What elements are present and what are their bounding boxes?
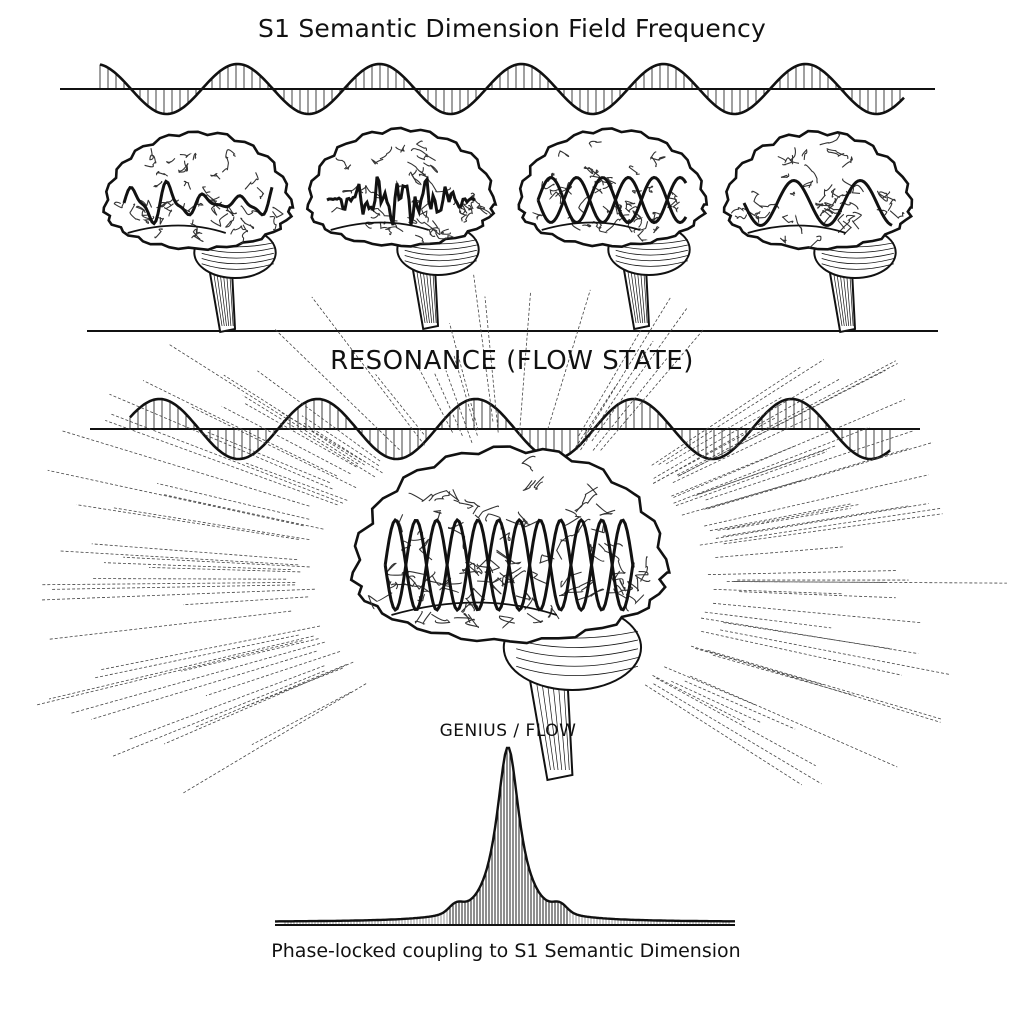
brain-3 (517, 127, 709, 331)
brain-4 (722, 129, 914, 334)
caption: Phase-locked coupling to S1 Semantic Dim… (271, 940, 741, 962)
brain-1 (102, 130, 295, 334)
brain-wave-locked (383, 517, 635, 613)
resonant-brain (349, 445, 671, 782)
brain-wave-jagged (326, 175, 476, 226)
field-frequency-wave (60, 62, 935, 116)
cerebrum (722, 129, 914, 251)
brain-wave-smooth-sine (742, 178, 893, 228)
resonance-peak (275, 746, 735, 926)
brain-2 (305, 126, 498, 331)
brain-wave-irregular (122, 179, 274, 226)
resonance-wave (90, 397, 920, 461)
brain-wave-crossing-sines (536, 175, 688, 225)
field-frequency-title: S1 Semantic Dimension Field Frequency (258, 14, 766, 43)
peak-label: GENIUS / FLOW (439, 721, 577, 741)
radiance-rays (35, 273, 1007, 794)
resonance-heading: RESONANCE (FLOW STATE) (330, 346, 694, 376)
